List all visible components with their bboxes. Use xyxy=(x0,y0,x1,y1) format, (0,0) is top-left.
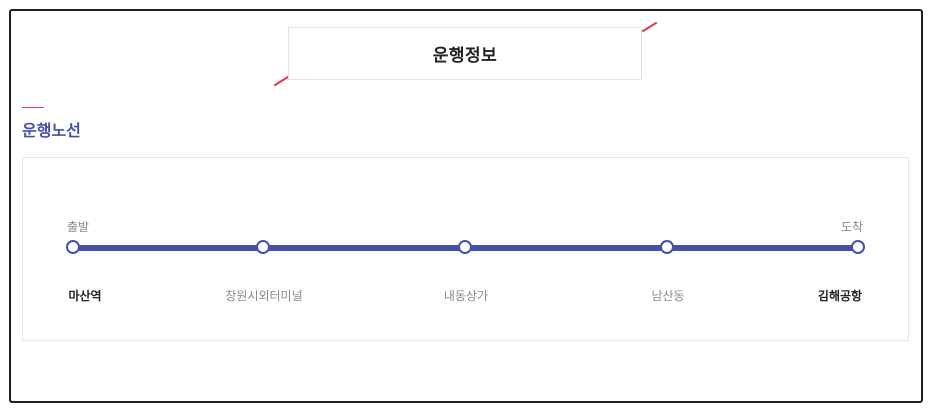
page-title-box: 운행정보 xyxy=(288,27,642,80)
stop-marker xyxy=(458,240,472,254)
stop-name-gimhae-airport: 김해공항 xyxy=(817,289,863,303)
section-title: 운행노선 xyxy=(22,121,81,140)
section-accent-line xyxy=(22,107,44,108)
stop-name-masan: 마산역 xyxy=(68,289,102,303)
page-title: 운행정보 xyxy=(432,46,498,66)
arrival-label: 도착 xyxy=(841,220,864,234)
stop-marker xyxy=(66,240,80,254)
stop-name-changwon-terminal: 창원시외터미널 xyxy=(225,289,303,303)
stop-marker xyxy=(256,240,270,254)
stop-marker xyxy=(660,240,674,254)
stop-name-namsan: 남산동 xyxy=(651,289,685,303)
stop-marker xyxy=(851,240,865,254)
departure-label: 출발 xyxy=(67,220,90,234)
stop-name-naedong: 내동상가 xyxy=(443,289,489,303)
